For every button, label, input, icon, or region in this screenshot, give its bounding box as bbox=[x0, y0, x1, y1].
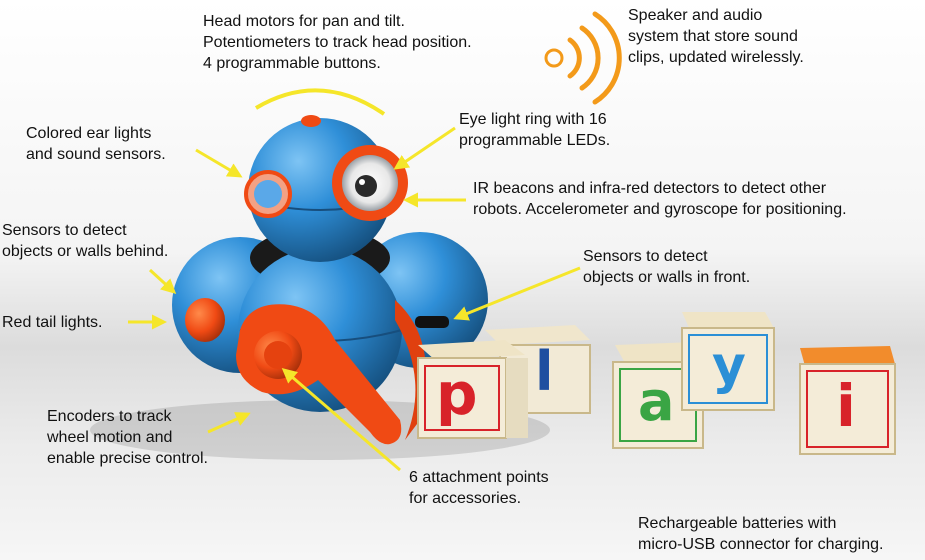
label-sensors-behind-line2: objects or walls behind. bbox=[2, 243, 169, 260]
block-letter-p: p bbox=[436, 360, 478, 428]
label-sensors-front-line2: objects or walls in front. bbox=[583, 269, 751, 286]
speaker-waves-icon bbox=[544, 11, 622, 105]
arrow-behind bbox=[148, 268, 177, 295]
tail-light bbox=[185, 298, 225, 342]
label-eye-ring-line1: Eye light ring with 16 bbox=[459, 111, 607, 128]
letter-blocks bbox=[417, 312, 896, 455]
label-speaker-line2: system that store sound bbox=[628, 28, 798, 45]
arrow-eye bbox=[393, 126, 456, 170]
label-head-motors-line3: 4 programmable buttons. bbox=[203, 55, 381, 72]
label-batteries-line2: micro-USB connector for charging. bbox=[638, 536, 884, 553]
label-encoders: Encoders to track wheel motion and enabl… bbox=[47, 406, 208, 469]
label-sensors-front: Sensors to detect objects or walls in fr… bbox=[583, 246, 750, 288]
block-letter-i: i bbox=[836, 372, 856, 440]
label-ear-lights-line1: Colored ear lights bbox=[26, 125, 152, 142]
label-eye-ring-line2: programmable LEDs. bbox=[459, 132, 611, 149]
label-head-motors: Head motors for pan and tilt. Potentiome… bbox=[203, 11, 472, 74]
label-tail-lights-line1: Red tail lights. bbox=[2, 314, 103, 331]
arrow-ear bbox=[195, 148, 243, 178]
label-ear-lights: Colored ear lights and sound sensors. bbox=[26, 123, 166, 165]
label-attachment-line2: for accessories. bbox=[409, 490, 522, 507]
label-head-motors-line2: Potentiometers to track head position. bbox=[203, 34, 472, 51]
label-encoders-line3: enable precise control. bbox=[47, 450, 208, 467]
head-pan-arc bbox=[254, 88, 386, 116]
block-letter-l: l bbox=[535, 340, 554, 403]
label-head-motors-line1: Head motors for pan and tilt. bbox=[203, 13, 405, 30]
label-ir-beacons: IR beacons and infra-red detectors to de… bbox=[473, 178, 847, 220]
block-p bbox=[417, 340, 528, 439]
label-ear-lights-line2: and sound sensors. bbox=[26, 146, 166, 163]
block-y bbox=[681, 312, 775, 411]
label-speaker-line3: clips, updated wirelessly. bbox=[628, 49, 804, 66]
label-sensors-front-line1: Sensors to detect bbox=[583, 248, 708, 265]
arrow-attachment bbox=[281, 368, 401, 472]
label-attachment: 6 attachment points for accessories. bbox=[409, 467, 549, 509]
label-speaker: Speaker and audio system that store soun… bbox=[628, 5, 804, 68]
dash-robot bbox=[172, 115, 488, 445]
label-batteries: Rechargeable batteries with micro-USB co… bbox=[638, 513, 883, 555]
label-eye-ring: Eye light ring with 16 programmable LEDs… bbox=[459, 109, 610, 151]
label-batteries-line1: Rechargeable batteries with bbox=[638, 515, 837, 532]
label-sensors-behind-line1: Sensors to detect bbox=[2, 222, 127, 239]
label-tail-lights: Red tail lights. bbox=[2, 312, 103, 333]
annotation-arrows bbox=[128, 126, 581, 472]
arrow-encoders bbox=[207, 412, 251, 434]
label-speaker-line1: Speaker and audio bbox=[628, 7, 763, 24]
block-i bbox=[799, 346, 896, 455]
label-sensors-behind: Sensors to detect objects or walls behin… bbox=[2, 220, 168, 262]
label-ir-beacons-line1: IR beacons and infra-red detectors to de… bbox=[473, 180, 827, 197]
block-letter-y: y bbox=[712, 336, 746, 396]
head-button bbox=[301, 115, 321, 127]
label-encoders-line1: Encoders to track bbox=[47, 408, 172, 425]
arrow-front bbox=[453, 266, 581, 321]
label-ir-beacons-line2: robots. Accelerometer and gyroscope for … bbox=[473, 201, 847, 218]
label-encoders-line2: wheel motion and bbox=[47, 429, 173, 446]
block-letter-a: a bbox=[638, 370, 675, 433]
front-sensor bbox=[415, 316, 449, 328]
label-attachment-line1: 6 attachment points bbox=[409, 469, 549, 486]
